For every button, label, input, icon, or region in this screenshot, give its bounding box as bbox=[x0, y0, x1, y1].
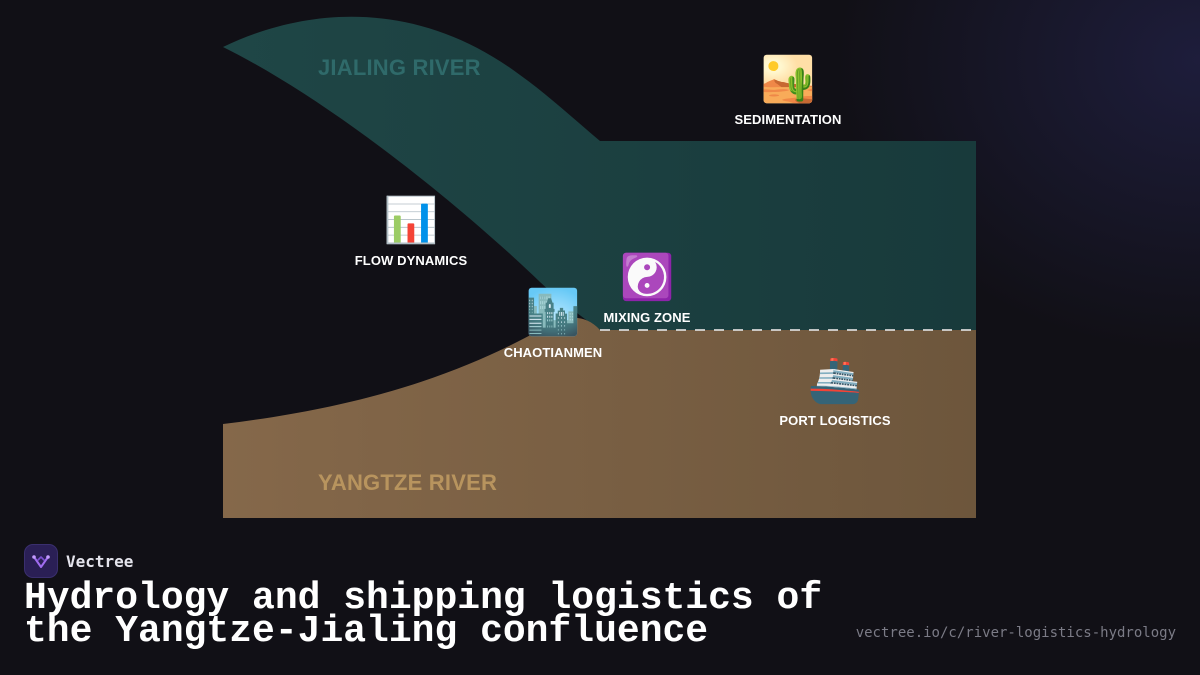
logo-glyph bbox=[32, 555, 50, 568]
node-sedimentation[interactable]: 🏜️ SEDIMENTATION bbox=[735, 54, 842, 127]
brand[interactable]: Vectree bbox=[24, 544, 133, 578]
source-url[interactable]: vectree.io/c/river-logistics-hydrology bbox=[855, 625, 1176, 641]
node-label: MIXING ZONE bbox=[603, 310, 691, 325]
node-label: PORT LOGISTICS bbox=[779, 413, 891, 428]
footer: Vectree Hydrology and shipping logistics… bbox=[24, 544, 1176, 664]
cityscape-icon: 🏙️ bbox=[525, 287, 581, 338]
confluence-diagram: JIALING RIVER YANGTZE RIVER 🏜️ SEDIMENTA… bbox=[223, 16, 976, 518]
jialing-river-region bbox=[223, 16, 976, 331]
node-chaotianmen[interactable]: 🏙️ CHAOTIANMEN bbox=[504, 287, 603, 360]
river-map bbox=[223, 16, 976, 518]
node-label: SEDIMENTATION bbox=[734, 112, 842, 127]
node-mixing-zone[interactable]: ☯️ MIXING ZONE bbox=[603, 252, 690, 325]
node-label: FLOW DYNAMICS bbox=[354, 253, 468, 268]
node-label: CHAOTIANMEN bbox=[503, 345, 603, 360]
jialing-river-label: JIALING RIVER bbox=[318, 55, 481, 80]
yangtze-river-label: YANGTZE RIVER bbox=[318, 470, 498, 495]
desert-icon: 🏜️ bbox=[760, 54, 816, 105]
vectree-logo-icon bbox=[24, 544, 58, 578]
brand-name: Vectree bbox=[66, 551, 134, 571]
node-port-logistics[interactable]: 🚢 PORT LOGISTICS bbox=[779, 355, 890, 428]
yin-yang-icon: ☯️ bbox=[619, 252, 675, 303]
ship-icon: 🚢 bbox=[807, 355, 863, 406]
yangtze-river-region bbox=[223, 317, 976, 518]
page-title: Hydrology and shipping logistics of the … bbox=[24, 577, 823, 653]
bar-chart-icon: 📊 bbox=[383, 195, 439, 246]
node-flow-dynamics[interactable]: 📊 FLOW DYNAMICS bbox=[355, 195, 468, 268]
